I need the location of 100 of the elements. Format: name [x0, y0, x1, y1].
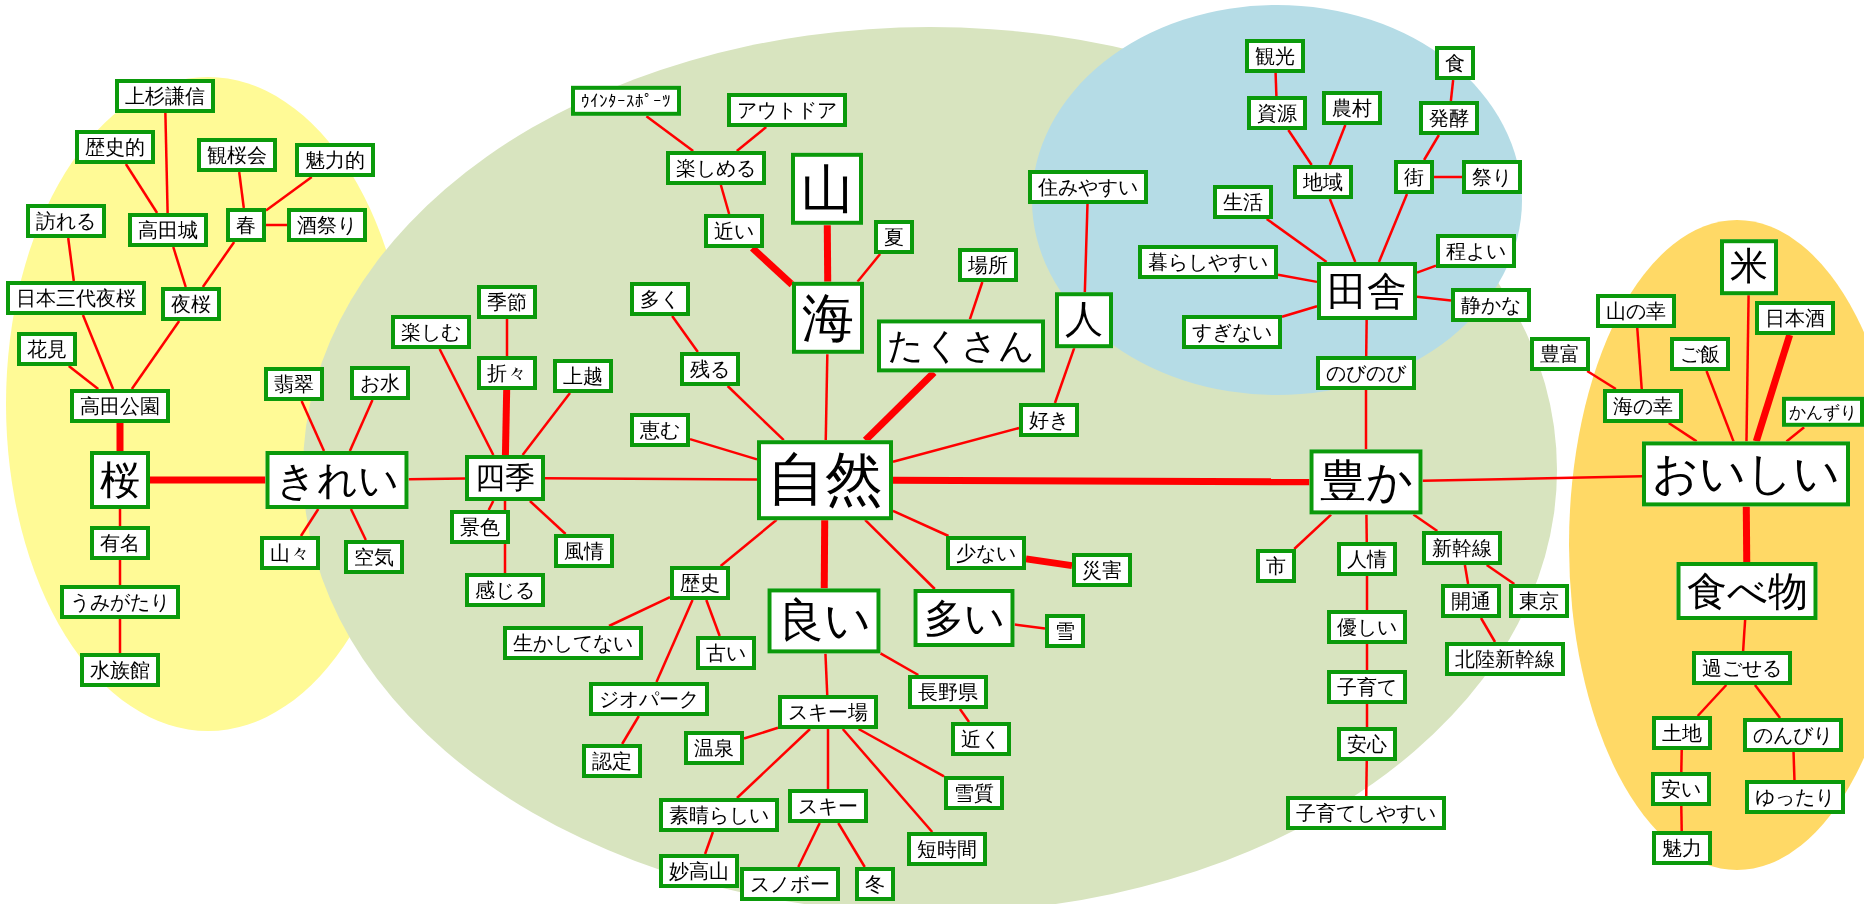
connector-line — [862, 370, 937, 443]
connector-line — [1586, 369, 1617, 391]
connector-line — [689, 437, 758, 461]
word-box: 自然 — [757, 440, 893, 520]
word-box: 食 — [1435, 46, 1475, 80]
connector-line — [1680, 749, 1683, 773]
word-box: たくさん — [877, 319, 1045, 373]
word-box: 四季 — [465, 455, 545, 501]
word-box: 海 — [792, 281, 864, 355]
word-box: 桜 — [90, 451, 150, 509]
connector-line — [824, 354, 829, 441]
word-box: 日本酒 — [1755, 301, 1835, 335]
word-box: 土地 — [1652, 716, 1712, 750]
word-box: のびのび — [1316, 356, 1416, 390]
word-box: 過ごせる — [1692, 651, 1792, 685]
connector-line — [1328, 198, 1357, 263]
connector-line — [858, 727, 945, 778]
word-box: 食べ物 — [1676, 562, 1818, 620]
connector-line — [1277, 273, 1318, 284]
connector-line — [736, 126, 767, 152]
connector-line — [1274, 72, 1278, 97]
connector-line — [1365, 576, 1369, 610]
word-box: 田舎 — [1317, 262, 1417, 320]
connector-line — [1053, 347, 1076, 404]
word-box: 素晴らしい — [659, 798, 779, 832]
connector-line — [300, 400, 326, 452]
connector-line — [118, 560, 122, 585]
word-box: 訪れる — [26, 204, 106, 238]
word-box: 暮らしやすい — [1138, 245, 1278, 279]
connector-line — [1636, 327, 1643, 390]
word-box: おいしい — [1642, 441, 1850, 507]
word-box: 場所 — [958, 248, 1018, 282]
connector-line — [299, 508, 320, 537]
connector-line — [726, 385, 785, 442]
connector-line — [68, 365, 99, 390]
connector-line — [1434, 175, 1462, 179]
connector-line — [703, 831, 715, 855]
connector-line — [719, 518, 778, 567]
word-box: ご飯 — [1670, 337, 1730, 371]
connector-line — [1463, 564, 1470, 585]
word-box: 生かしてない — [503, 626, 643, 660]
word-box: ジオパーク — [589, 682, 709, 716]
word-box: 静かな — [1451, 288, 1531, 322]
connector-line — [823, 225, 832, 282]
word-box: 海の幸 — [1603, 389, 1683, 423]
word-box: 程よい — [1436, 234, 1516, 268]
word-box: 祭り — [1462, 160, 1522, 194]
word-box: 子育て — [1327, 670, 1407, 704]
connector-line — [1364, 320, 1368, 356]
connector-line — [797, 822, 821, 868]
connector-line — [893, 476, 1310, 486]
word-box: かんずり — [1782, 396, 1864, 428]
connector-line — [266, 223, 287, 227]
connector-line — [1696, 684, 1728, 717]
word-box: 良い — [767, 588, 881, 654]
word-box: 雪質 — [944, 776, 1004, 810]
connector-line — [265, 176, 313, 212]
word-box: 好き — [1019, 403, 1079, 437]
word-box: 市 — [1256, 549, 1296, 583]
word-box: 夜桜 — [161, 287, 221, 321]
word-box: 有名 — [90, 526, 150, 560]
connector-line — [1287, 129, 1313, 166]
word-box: 豊富 — [1530, 337, 1590, 371]
connector-line — [820, 519, 829, 589]
connector-line — [501, 389, 511, 456]
word-box: 優しい — [1327, 610, 1407, 644]
word-box: 長野県 — [908, 675, 988, 709]
word-box: 春 — [226, 208, 266, 242]
word-box: 空気 — [344, 540, 404, 574]
word-box: 安心 — [1337, 727, 1397, 761]
connector-line — [116, 423, 124, 451]
connector-line — [1680, 805, 1683, 832]
word-box: スキー場 — [778, 695, 878, 729]
word-box: 豊か — [1309, 449, 1423, 515]
connector-line — [348, 399, 374, 452]
word-box: 山々 — [260, 536, 320, 570]
connector-line — [856, 253, 882, 283]
connector-line — [892, 509, 950, 538]
word-box: 災害 — [1072, 553, 1132, 587]
connector-line — [201, 241, 236, 288]
connector-line — [1328, 124, 1347, 166]
word-box: 酒祭り — [287, 208, 367, 242]
word-box: 地域 — [1293, 165, 1353, 199]
connector-line — [1423, 134, 1440, 161]
word-box: 人 — [1055, 292, 1113, 348]
word-box: 残る — [680, 352, 740, 386]
connector-line — [1753, 684, 1782, 719]
word-box: 魅力 — [1652, 831, 1712, 865]
word-box: 歴史的 — [75, 130, 155, 164]
word-box: 生活 — [1213, 185, 1273, 219]
connector-line — [864, 518, 936, 590]
connector-line — [719, 184, 731, 215]
connector-line — [837, 822, 866, 868]
word-box: 認定 — [582, 744, 642, 778]
connector-line — [1364, 390, 1368, 450]
word-box: スキー — [788, 789, 868, 823]
connector-line — [529, 500, 567, 535]
connector-line — [1742, 506, 1751, 563]
connector-line — [1014, 623, 1046, 630]
word-box: お水 — [350, 366, 410, 400]
